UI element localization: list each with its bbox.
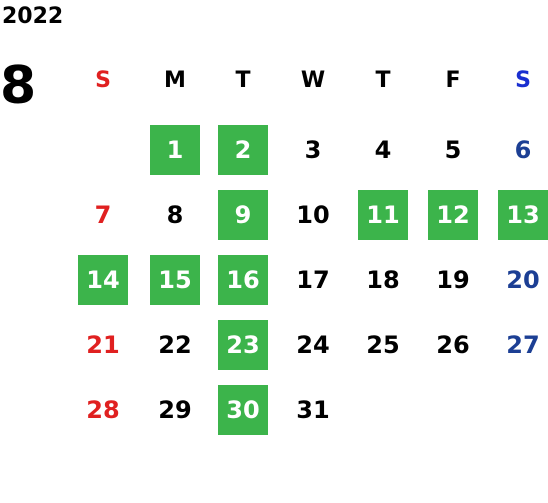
day-cell[interactable]: 12 bbox=[428, 190, 478, 240]
weekday-header: F bbox=[445, 67, 461, 93]
day-cell[interactable]: 10 bbox=[296, 201, 330, 229]
week-row: 28 29 30 31 bbox=[68, 385, 548, 435]
day-cell[interactable]: 27 bbox=[506, 331, 540, 359]
day-cell[interactable]: 30 bbox=[218, 385, 268, 435]
weekday-header: M bbox=[164, 67, 186, 93]
day-cell[interactable]: 9 bbox=[218, 190, 268, 240]
day-cell[interactable]: 2 bbox=[218, 125, 268, 175]
day-cell[interactable]: 8 bbox=[166, 201, 184, 229]
day-cell[interactable]: 28 bbox=[86, 396, 120, 424]
weekday-header: S bbox=[515, 67, 531, 93]
day-cell[interactable]: 21 bbox=[86, 331, 120, 359]
day-cell[interactable]: 19 bbox=[436, 266, 470, 294]
day-cell[interactable]: 22 bbox=[158, 331, 192, 359]
day-cell[interactable]: 31 bbox=[296, 396, 330, 424]
day-cell[interactable]: 13 bbox=[498, 190, 548, 240]
week-row: 7 8 9 10 11 12 13 bbox=[68, 190, 548, 240]
day-cell[interactable]: 15 bbox=[150, 255, 200, 305]
day-cell[interactable]: 16 bbox=[218, 255, 268, 305]
day-cell[interactable]: 18 bbox=[366, 266, 400, 294]
day-cell[interactable]: 24 bbox=[296, 331, 330, 359]
day-cell[interactable]: 5 bbox=[444, 136, 462, 164]
day-cell[interactable]: 23 bbox=[218, 320, 268, 370]
weekday-header: W bbox=[300, 67, 326, 93]
day-cell[interactable]: 1 bbox=[150, 125, 200, 175]
day-cell[interactable]: 7 bbox=[94, 201, 112, 229]
day-cell[interactable]: 20 bbox=[506, 266, 540, 294]
weekday-header: T bbox=[235, 67, 251, 93]
calendar-month: 8 bbox=[0, 56, 37, 116]
day-cell[interactable]: 11 bbox=[358, 190, 408, 240]
day-cell[interactable]: 6 bbox=[514, 136, 532, 164]
day-cell[interactable]: 4 bbox=[374, 136, 392, 164]
day-cell[interactable]: 26 bbox=[436, 331, 470, 359]
day-cell[interactable]: 14 bbox=[78, 255, 128, 305]
week-row: 21 22 23 24 25 26 27 bbox=[68, 320, 548, 370]
weekday-header: T bbox=[375, 67, 391, 93]
calendar-year: 2022 bbox=[2, 4, 64, 29]
day-cell[interactable]: 25 bbox=[366, 331, 400, 359]
day-cell[interactable]: 3 bbox=[304, 136, 322, 164]
week-row: 14 15 16 17 18 19 20 bbox=[68, 255, 548, 305]
day-cell[interactable]: 29 bbox=[158, 396, 192, 424]
day-cell[interactable]: 17 bbox=[296, 266, 330, 294]
weekday-header: S bbox=[95, 67, 111, 93]
